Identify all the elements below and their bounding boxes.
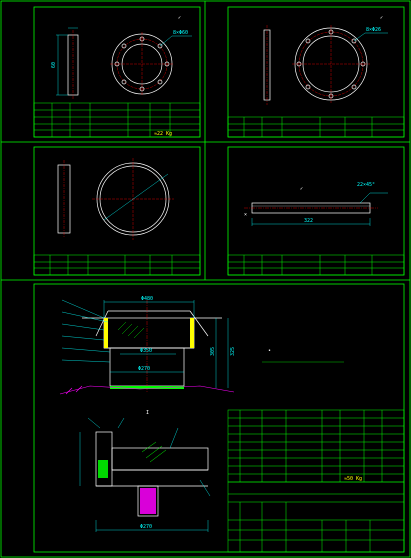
plate-b-drawing: ✓ 8×Φ26 xyxy=(227,15,405,138)
detail-hatch xyxy=(98,460,156,514)
ring-diameter-line xyxy=(103,173,169,221)
ring-side-view xyxy=(57,160,71,238)
plate-b-dim-a: 8×Φ26 xyxy=(366,27,381,33)
detail-hatch-lines xyxy=(141,441,167,463)
shaft-chamfer: 22×45° xyxy=(357,182,375,188)
ring-title-block xyxy=(33,254,201,276)
roughness-symbol-b: ✓ xyxy=(380,15,383,21)
plate-b-front-view xyxy=(292,25,370,103)
plate-a-dim-b: 8×Φ60 xyxy=(173,30,188,36)
assembly-dim-side1: 305 xyxy=(210,347,216,356)
plate-a-leader xyxy=(159,35,173,47)
assembly-dims xyxy=(103,300,229,388)
detail-dims xyxy=(79,417,211,532)
plate-b-title-block xyxy=(227,116,405,138)
assembly-elevation xyxy=(82,300,222,392)
roughness-symbol-shaft: ✓ xyxy=(300,186,303,192)
plate-a-title-block xyxy=(33,102,201,138)
assembly-flanges xyxy=(104,318,194,389)
shaft-outline xyxy=(244,202,378,214)
assembly-dim-mid: Φ350 xyxy=(140,348,152,354)
parts-list-table xyxy=(227,409,405,483)
assembly-base-hatch xyxy=(59,385,235,395)
assembly-dim-top: Φ480 xyxy=(141,296,153,302)
shaft-drawing: ✓ × 322 22×45° xyxy=(227,182,405,276)
roughness-symbol: ✓ xyxy=(178,15,181,21)
plate-b-side-view xyxy=(263,25,271,105)
notes-marker: • xyxy=(268,348,271,354)
detail-view xyxy=(95,431,209,517)
plate-a-side-view xyxy=(67,30,79,100)
plate-b-leader xyxy=(353,32,366,42)
ring-drawing xyxy=(33,158,201,276)
plate-a-side-dims xyxy=(56,27,78,96)
shaft-title-block xyxy=(227,254,405,276)
assembly-dim-low: Φ270 xyxy=(138,366,150,372)
detail-dim-bottom: Φ270 xyxy=(140,524,152,530)
assembly-title-block xyxy=(227,481,405,553)
plate-a-front-view xyxy=(110,32,174,96)
section-mark: I xyxy=(146,410,149,416)
assembly-drawing: Φ480 Φ350 Φ270 305 325 I xyxy=(59,296,405,553)
plate-a-weight: ≈22 Kg xyxy=(154,131,172,137)
shaft-dims xyxy=(251,192,388,226)
assembly-weight: ≈50 Kg xyxy=(344,476,362,482)
plate-a-dim-a: 60 xyxy=(51,62,57,68)
shaft-mark: × xyxy=(244,212,247,218)
assembly-hatch xyxy=(117,321,145,339)
shaft-length: 322 xyxy=(304,218,313,224)
assembly-dim-side2: 325 xyxy=(230,347,236,356)
assembly-callouts xyxy=(61,299,111,363)
plate-a-drawing: ✓ 60 8×Φ xyxy=(33,15,201,138)
